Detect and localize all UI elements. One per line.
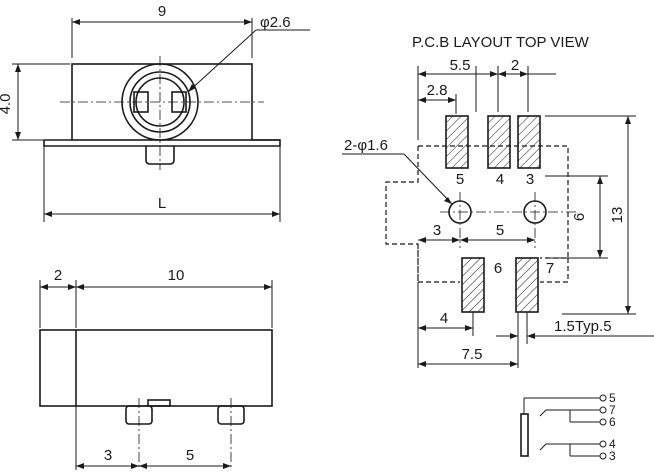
schematic-pin-5: 5 [609,391,616,405]
front-hole-label: φ2.6 [260,14,291,31]
pcb-dim-pad-width: 4 [440,310,448,327]
pcb-dim-top-left: 5.5 [450,57,471,74]
front-view: 9 4.0 φ2.6 L [0,3,310,222]
pcb-dim-hole-left: 3 [433,222,441,239]
pad-label-6: 6 [494,260,502,277]
pcb-hole-label: 2-φ1.6 [344,137,388,154]
pcb-dim-hole-right: 5 [496,222,504,239]
pad-4 [487,115,511,169]
schematic-pin-6: 6 [609,415,616,429]
pad-label-4: 4 [496,171,504,188]
schematic-pin-3: 3 [609,449,616,463]
pad-5 [445,115,469,169]
pad-label-5: 5 [456,171,464,188]
pad-7 [515,257,539,313]
pad-6 [461,257,485,313]
pcb-layout: P.C.B LAYOUT TOP VIEW 5.5 2 2.8 5 4 3 [342,34,654,368]
pcb-dim-bottom-total: 7.5 [462,346,483,363]
pcb-dim-offset: 2.8 [427,82,448,99]
front-width-label: 9 [158,3,166,20]
pad-label-3: 3 [526,171,534,188]
side-left-label: 2 [54,267,62,284]
pcb-dim-height-total: 13 [609,207,626,224]
front-length-label: L [158,195,166,212]
pcb-dim-height-inner: 6 [571,213,588,221]
front-height-label: 4.0 [0,94,14,115]
pad-3 [517,115,541,169]
schematic-pin-4: 4 [609,437,616,451]
pin-schematic: 5 7 6 4 3 [520,391,616,463]
pcb-title: P.C.B LAYOUT TOP VIEW [412,34,590,51]
pad-label-7: 7 [546,260,554,277]
side-pin-gap-left-label: 3 [104,447,112,464]
schematic-pin-7: 7 [609,403,616,417]
side-total-label: 10 [168,267,185,284]
pcb-dim-top-right: 2 [511,57,519,74]
side-pin-gap-right-label: 5 [186,447,194,464]
side-view: 2 10 3 5 [39,267,273,470]
pcb-dim-pad-pitch: 1.5Typ.5 [554,318,612,335]
